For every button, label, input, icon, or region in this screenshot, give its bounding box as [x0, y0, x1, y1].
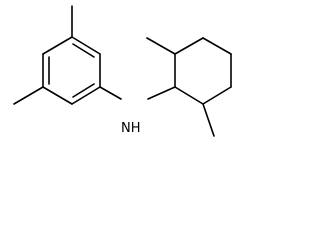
ring-bond-3	[71, 86, 101, 105]
methyl-bond-bottom-left	[13, 86, 44, 105]
molecule-drawing: NH	[13, 5, 232, 137]
benzene-ring	[42, 36, 101, 105]
n-cyclohexyl-bond	[147, 86, 176, 100]
cyclo-bond-3	[202, 37, 232, 55]
cyclo-methyl-bond-top	[146, 37, 176, 55]
nh-atom-label: NH	[121, 121, 141, 136]
structure-canvas: NH	[13, 5, 232, 137]
ring-double-bond-b	[72, 83, 95, 98]
cyclo-bond-2	[174, 37, 204, 55]
cyclo-bond-6	[174, 86, 204, 105]
cyclohexane-ring	[174, 37, 232, 105]
ring-double-bond-a	[72, 43, 95, 58]
ring-bond-6	[42, 36, 73, 55]
cyclo-methyl-bond-bottom	[202, 103, 215, 137]
ring-bond-4	[42, 86, 73, 105]
ring-bond-1	[71, 36, 101, 55]
cyclo-bond-5	[202, 86, 232, 105]
aryl-n-bond	[99, 86, 122, 100]
